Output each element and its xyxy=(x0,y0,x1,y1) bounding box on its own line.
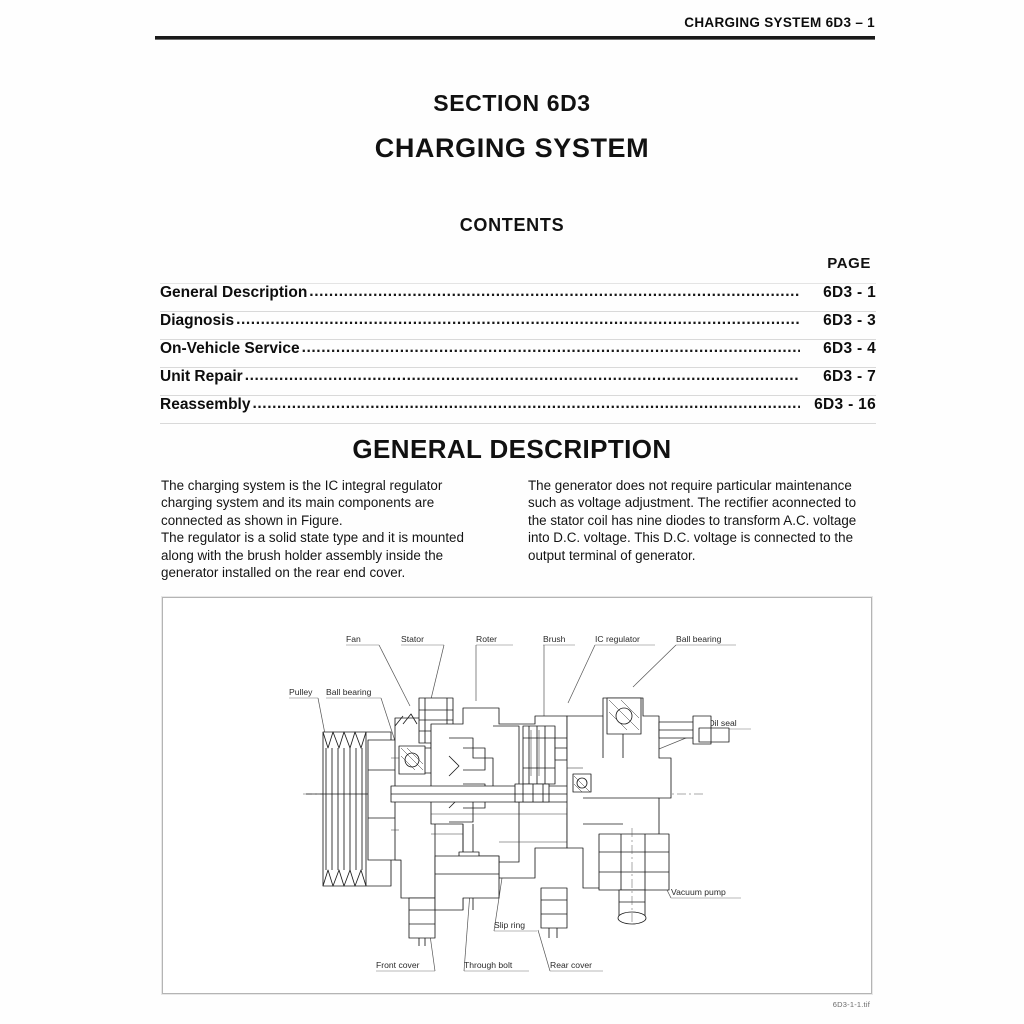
body-paragraph: The generator does not require particula… xyxy=(528,478,857,563)
page-title: CHARGING SYSTEM xyxy=(374,133,650,163)
callout-ball-bearing-left: Ball bearing xyxy=(326,687,372,697)
callout-rear-cover: Rear cover xyxy=(550,960,592,970)
toc-page-number: 6D3 - 1 xyxy=(823,284,876,301)
toc-row[interactable]: On-Vehicle Service .....................… xyxy=(160,339,876,368)
body-column-right: The generator does not require particula… xyxy=(528,477,876,564)
callout-labels: Fan Stator Roter Brush IC regulator Ball… xyxy=(289,634,737,970)
toc-dot-leader: ........................................… xyxy=(301,339,800,356)
callout-stator: Stator xyxy=(401,634,424,644)
toc-dot-leader: ........................................… xyxy=(244,367,800,384)
toc-label: Reassembly xyxy=(160,396,251,413)
callout-vacuum-pump: Vacuum pump xyxy=(671,887,726,897)
figure-id: 6D3-1-1.tif xyxy=(832,1000,870,1009)
running-header: CHARGING SYSTEM 6D3 – 1 xyxy=(155,14,875,32)
toc-row[interactable]: Diagnosis ..............................… xyxy=(160,311,876,340)
toc-label: Diagnosis xyxy=(160,312,235,329)
toc-page-number: 6D3 - 4 xyxy=(823,340,876,357)
callout-front-cover: Front cover xyxy=(376,960,420,970)
toc-label: Unit Repair xyxy=(160,368,243,385)
toc-row[interactable]: Unit Repair ............................… xyxy=(160,367,876,396)
body-paragraph: The regulator is a solid state type and … xyxy=(161,530,464,581)
callout-through-bolt: Through bolt xyxy=(464,960,513,970)
table-of-contents: General Description ....................… xyxy=(160,283,876,424)
toc-page-number: 6D3 - 16 xyxy=(814,396,876,413)
toc-dot-leader: ........................................… xyxy=(309,283,800,300)
general-description-heading: GENERAL DESCRIPTION xyxy=(352,434,672,464)
generator-assembly-drawing xyxy=(303,697,730,946)
callout-oil-seal: Oil seal xyxy=(708,718,737,728)
page-column-heading: PAGE xyxy=(827,255,871,272)
toc-dot-leader: ........................................… xyxy=(252,395,800,412)
callout-brush: Brush xyxy=(543,634,566,644)
section-number: SECTION 6D3 xyxy=(433,90,591,116)
callout-ball-bearing-top: Ball bearing xyxy=(676,634,722,644)
generator-cutaway-drawing: Fan Stator Roter Brush IC regulator Ball… xyxy=(289,634,751,972)
toc-dot-leader: ........................................… xyxy=(236,311,800,328)
callout-fan: Fan xyxy=(346,634,361,644)
figure-generator-cutaway: Fan Stator Roter Brush IC regulator Ball… xyxy=(162,597,872,994)
header-rule xyxy=(155,36,875,40)
callout-slip-ring: Slip ring xyxy=(494,920,525,930)
callout-pulley: Pulley xyxy=(289,687,313,697)
toc-page-number: 6D3 - 7 xyxy=(823,368,876,385)
callout-roter: Roter xyxy=(476,634,497,644)
toc-row[interactable]: General Description ....................… xyxy=(160,283,876,312)
toc-label: General Description xyxy=(160,284,308,301)
callout-ic-regulator: IC regulator xyxy=(595,634,640,644)
body-paragraph: The charging system is the IC integral r… xyxy=(161,478,443,528)
toc-label: On-Vehicle Service xyxy=(160,340,300,357)
toc-row[interactable]: Reassembly .............................… xyxy=(160,395,876,424)
toc-page-number: 6D3 - 3 xyxy=(823,312,876,329)
running-header-text: CHARGING SYSTEM 6D3 – 1 xyxy=(684,15,875,30)
body-column-left: The charging system is the IC integral r… xyxy=(161,477,491,581)
contents-heading: CONTENTS xyxy=(459,215,565,235)
